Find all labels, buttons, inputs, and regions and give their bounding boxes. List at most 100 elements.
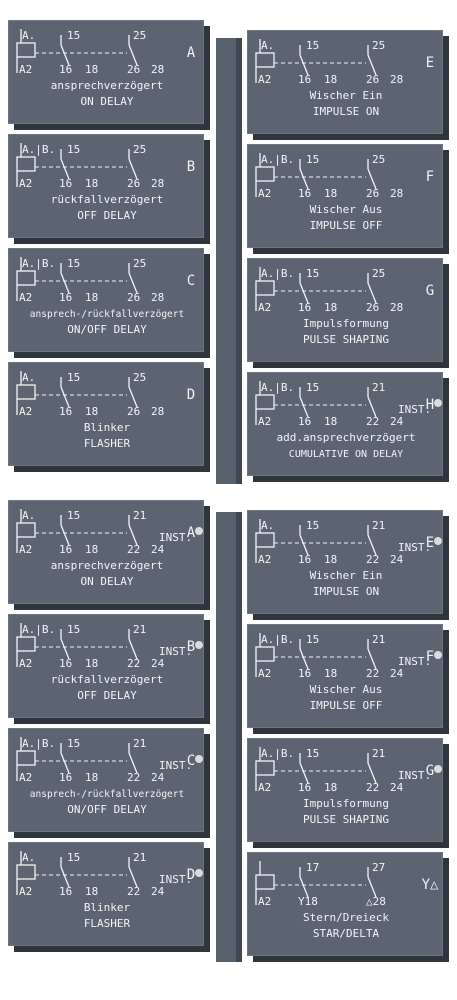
instant-contact-label: INST. bbox=[398, 655, 431, 668]
terminal-lower-3: △28 bbox=[366, 895, 386, 908]
terminal-lower-4: 28 bbox=[390, 73, 403, 86]
coil-symbol bbox=[255, 166, 275, 182]
status-led-icon bbox=[434, 399, 442, 407]
terminal-lower-3: 26 bbox=[127, 177, 140, 190]
terminal-a2: A2 bbox=[258, 415, 271, 428]
terminal-upper-2: 25 bbox=[133, 29, 146, 42]
terminal-lower-4: 28 bbox=[151, 291, 164, 304]
terminal-lower-2: 18 bbox=[324, 781, 337, 794]
terminal-lower-2: 18 bbox=[85, 177, 98, 190]
terminal-lower-3: 26 bbox=[366, 187, 379, 200]
contact-1-switch bbox=[299, 54, 309, 76]
terminal-upper-1: 15 bbox=[67, 851, 80, 864]
terminal-upper-1: 17 bbox=[306, 861, 319, 874]
terminal-lower-1: Y18 bbox=[298, 895, 318, 908]
function-letter: A bbox=[187, 45, 196, 61]
terminal-lower-1: 16 bbox=[59, 63, 72, 76]
coil-symbol bbox=[255, 52, 275, 68]
coil-terminal-label: A. bbox=[22, 371, 35, 384]
coil-terminal-label: A.|B. bbox=[22, 737, 55, 750]
coil-terminal-label: A. bbox=[261, 519, 274, 532]
description-german: Wischer Aus bbox=[310, 683, 383, 696]
terminal-a2: A2 bbox=[258, 895, 271, 908]
description-german: Blinker bbox=[84, 421, 131, 434]
terminal-upper-2: 21 bbox=[133, 737, 146, 750]
description-german: add.ansprechverzögert bbox=[276, 431, 415, 444]
instant-contact-label: INST. bbox=[159, 531, 192, 544]
terminal-lower-2: 18 bbox=[85, 771, 98, 784]
terminal-lower-3: 22 bbox=[366, 553, 379, 566]
terminal-lower-3: 22 bbox=[366, 781, 379, 794]
center-spine-bottom-shadow bbox=[236, 512, 242, 962]
function-letter: H bbox=[426, 397, 434, 413]
terminal-upper-1: 15 bbox=[67, 29, 80, 42]
coil-terminal-label: A.|B. bbox=[261, 633, 294, 646]
coil-terminal-label: A.|B. bbox=[261, 153, 294, 166]
terminal-upper-1: 15 bbox=[306, 381, 319, 394]
terminal-lower-1: 16 bbox=[59, 177, 72, 190]
terminal-upper-1: 15 bbox=[67, 257, 80, 270]
terminal-upper-2: 21 bbox=[372, 747, 385, 760]
terminal-lower-2: 18 bbox=[85, 657, 98, 670]
instant-contact-label: INST. bbox=[159, 645, 192, 658]
coil-terminal-label: A. bbox=[261, 39, 274, 52]
terminal-upper-1: 15 bbox=[67, 371, 80, 384]
terminal-lower-3: 26 bbox=[127, 291, 140, 304]
terminal-lower-2: 18 bbox=[85, 63, 98, 76]
status-led-icon bbox=[195, 641, 203, 649]
contact-2-switch bbox=[128, 386, 138, 408]
terminal-lower-2: 18 bbox=[324, 73, 337, 86]
coil-terminal-label: A.|B. bbox=[22, 143, 55, 156]
coil-symbol bbox=[16, 156, 36, 172]
function-letter: D bbox=[187, 387, 195, 403]
description-english: PULSE SHAPING bbox=[303, 333, 389, 346]
coil-symbol bbox=[16, 636, 36, 652]
function-letter: C bbox=[187, 273, 195, 289]
terminal-lower-3: 26 bbox=[127, 63, 140, 76]
instant-contact-label: INST. bbox=[398, 769, 431, 782]
contact-2-switch bbox=[367, 534, 377, 556]
terminal-a2: A2 bbox=[19, 405, 32, 418]
description-english: FLASHER bbox=[84, 917, 131, 930]
description-german: Wischer Ein bbox=[310, 569, 383, 582]
contact-1-switch bbox=[299, 648, 309, 670]
function-letter: B bbox=[187, 639, 195, 655]
description-english: ON DELAY bbox=[81, 575, 134, 588]
description-english: CUMULATIVE ON DELAY bbox=[289, 449, 403, 460]
status-led-icon bbox=[195, 755, 203, 763]
terminal-lower-4: 24 bbox=[151, 543, 165, 556]
terminal-lower-4: 24 bbox=[390, 415, 404, 428]
contact-2-switch bbox=[367, 762, 377, 784]
description-german: Impulsformung bbox=[303, 317, 389, 330]
terminal-lower-1: 16 bbox=[59, 657, 72, 670]
instant-contact-label: INST. bbox=[398, 541, 431, 554]
contact-1-switch bbox=[299, 534, 309, 556]
terminal-upper-2: 25 bbox=[372, 153, 385, 166]
contact-2-switch bbox=[128, 158, 138, 180]
terminal-lower-2: 18 bbox=[324, 415, 337, 428]
contact-1-switch bbox=[299, 396, 309, 418]
terminal-upper-1: 15 bbox=[306, 633, 319, 646]
terminal-lower-1: 16 bbox=[298, 667, 311, 680]
contact-2-switch bbox=[128, 272, 138, 294]
contact-2-switch bbox=[128, 524, 138, 546]
function-letter: G bbox=[426, 283, 434, 299]
terminal-upper-1: 15 bbox=[306, 267, 319, 280]
terminal-lower-4: 28 bbox=[390, 301, 403, 314]
terminal-lower-3: 22 bbox=[127, 771, 140, 784]
contact-2-switch bbox=[128, 638, 138, 660]
function-letter: B bbox=[187, 159, 195, 175]
terminal-a2: A2 bbox=[258, 301, 271, 314]
terminal-lower-4: 28 bbox=[390, 187, 403, 200]
